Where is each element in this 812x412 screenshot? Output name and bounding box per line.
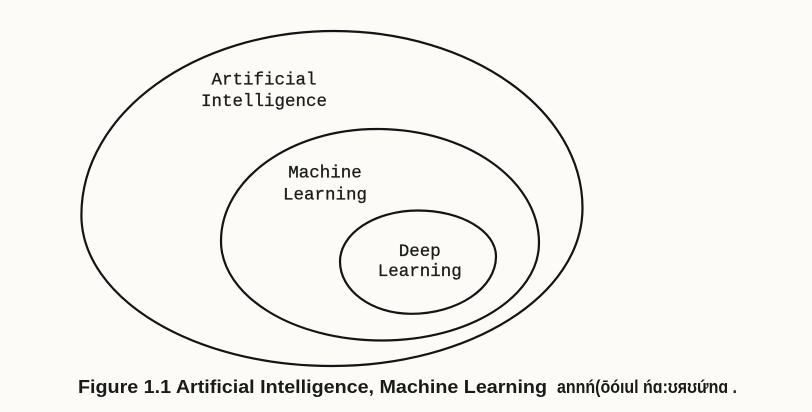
svg-text:Deep: Deep xyxy=(399,242,441,262)
svg-text:Machine: Machine xyxy=(288,164,362,184)
svg-text:Learning: Learning xyxy=(283,186,367,206)
svg-text:annń(ōóıul ńɑ:ʊяʊứnɑ .: annń(ōóıul ńɑ:ʊяʊứnɑ . xyxy=(557,377,737,397)
svg-text:Figure 1.1 Artificial Intellig: Figure 1.1 Artificial Intelligence, Mach… xyxy=(78,377,547,397)
svg-text:Intelligence: Intelligence xyxy=(201,92,327,112)
svg-text:Learning: Learning xyxy=(378,262,462,282)
svg-text:Artificial: Artificial xyxy=(211,71,316,91)
